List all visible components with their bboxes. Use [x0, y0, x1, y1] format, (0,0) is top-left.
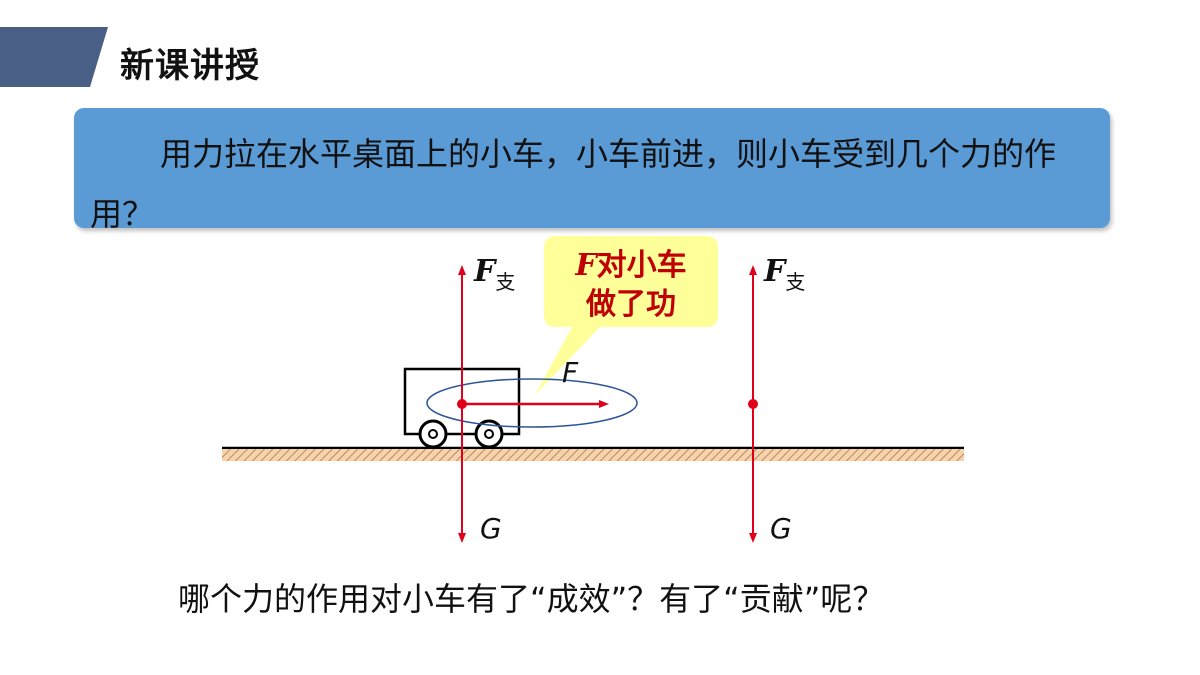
right-gravity-label: G [770, 512, 792, 545]
callout-line2: 做了功 [585, 287, 676, 322]
left-gravity-label: G [480, 512, 502, 545]
cart-wheel-right [474, 419, 504, 449]
bottom-question: 哪个力的作用对小车有了“成效”？有了“贡献”呢？ [178, 580, 885, 618]
left-support-symbol: F [473, 254, 498, 289]
question-box: 用力拉在水平桌面上的小车，小车前进，则小车受到几个力的作用？ [74, 108, 1110, 233]
pull-label: F [562, 356, 579, 389]
question-text: 用力拉在水平桌面上的小车，小车前进，则小车受到几个力的作用？ [90, 135, 1057, 233]
callout-bubble: F对小车 做了功 [535, 236, 718, 395]
left-support-subscript: 支 [495, 270, 515, 294]
header-decoration [0, 27, 108, 87]
svg-text:F支: F支 [763, 254, 805, 294]
left-forces: F支 F G [457, 254, 609, 545]
right-support-subscript: 支 [785, 270, 805, 294]
callout-line1: 对小车 [597, 248, 687, 283]
right-forces: F支 G [748, 254, 805, 545]
cart-wheel-left [418, 419, 448, 449]
right-force-point [748, 399, 758, 409]
highlight-ellipse [426, 378, 638, 428]
page-title: 新课讲授 [120, 46, 260, 86]
callout-symbol: F [574, 248, 599, 283]
ground [222, 446, 964, 461]
svg-text:F支: F支 [473, 254, 515, 294]
svg-text:F对小车: F对小车 [574, 248, 686, 283]
left-force-point [457, 399, 467, 409]
right-support-symbol: F [763, 254, 788, 289]
